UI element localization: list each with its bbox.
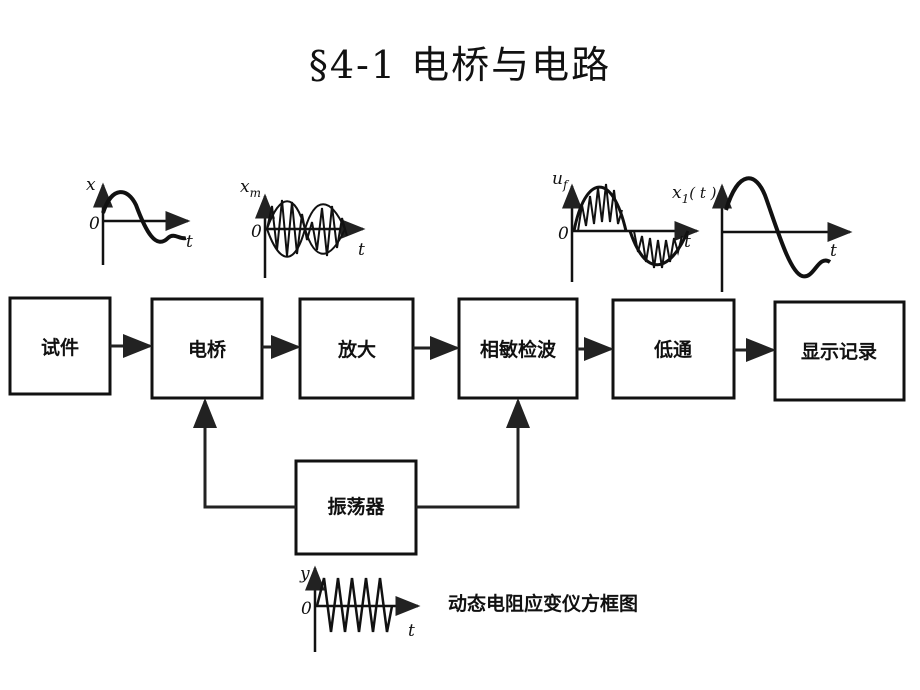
- wave-input-origin: 0: [89, 214, 100, 234]
- wave-detector-tlabel: t: [684, 232, 691, 252]
- wave-detector-origin: 0: [558, 224, 569, 244]
- label-bridge: 电桥: [188, 338, 227, 361]
- wave-input-ylabel: x: [86, 175, 96, 195]
- wave-filtered-tlabel: t: [830, 241, 837, 261]
- wave-bridge-origin: 0: [251, 222, 262, 242]
- wave-carrier-ylabel: y: [299, 564, 310, 584]
- block-specimen: [8, 296, 112, 396]
- wave-bridge-ylabel: xm: [240, 177, 261, 200]
- waveform-bridge-output: [255, 193, 366, 278]
- wave-carrier-tlabel: t: [408, 621, 415, 641]
- diagram-caption: 动态电阻应变仪方框图: [448, 592, 638, 615]
- block-amplifier: [298, 297, 415, 400]
- wave-input-tlabel: t: [186, 232, 193, 252]
- waveform-filtered: [712, 176, 853, 292]
- arrow-oscillator-bridge: [193, 398, 296, 509]
- wave-filtered-ylabel: x1( t ): [672, 183, 717, 206]
- waveform-input: [93, 182, 191, 265]
- wave-bridge-tlabel: t: [358, 240, 365, 260]
- block-display: [773, 300, 906, 402]
- label-oscillator: 振荡器: [327, 495, 385, 518]
- wave-detector-ylabel: uf: [552, 169, 570, 192]
- label-phase-detector: 相敏检波: [480, 338, 557, 361]
- wave-carrier-origin: 0: [301, 599, 312, 619]
- label-display: 显示记录: [801, 341, 877, 363]
- label-specimen: 试件: [41, 336, 79, 359]
- waveform-carrier: [305, 565, 421, 652]
- page-title: §4-1 电桥与电路: [308, 43, 612, 87]
- block-lowpass: [611, 298, 736, 400]
- label-lowpass: 低通: [653, 338, 693, 361]
- waveform-detector-output: [562, 183, 700, 282]
- block-bridge: [150, 297, 264, 400]
- arrow-oscillator-detector: [416, 398, 530, 509]
- label-amplifier: 放大: [337, 338, 376, 361]
